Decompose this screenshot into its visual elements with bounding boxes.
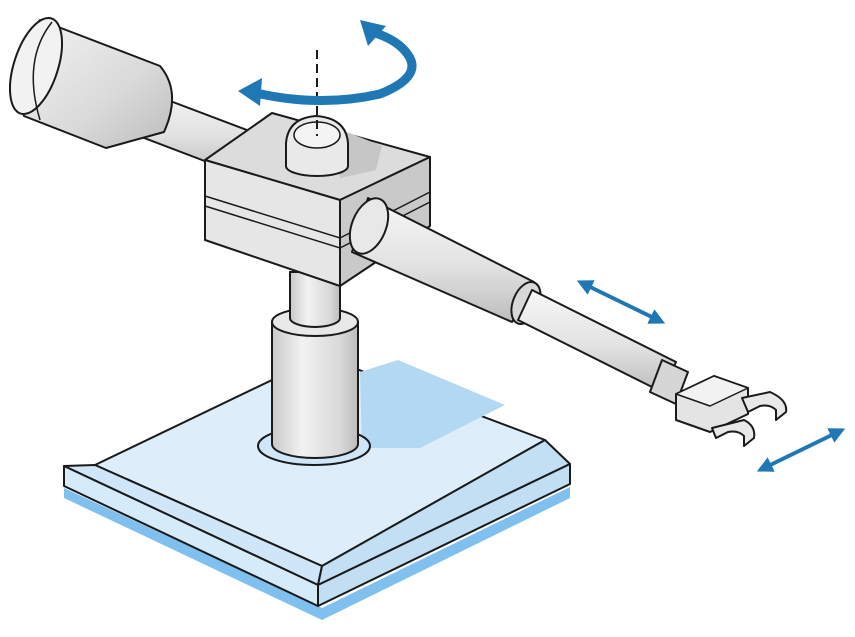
gripper-extension-arrow: [756, 428, 846, 472]
base-plate-shadow: [360, 360, 505, 448]
rotation-arrow: [250, 27, 417, 105]
arm-extension-arrow: [576, 280, 666, 324]
gripper: [675, 375, 788, 447]
rotation-arrow-head-right: [360, 20, 386, 46]
base-plate-side-right: [317, 463, 571, 607]
column-lower: [271, 321, 359, 459]
column-upper: [289, 271, 341, 328]
extending-arm: [348, 197, 689, 405]
counterweight-end-cap: [8, 16, 64, 116]
arm-inner-rod: [517, 289, 677, 393]
rotation-arrow-head-left: [238, 78, 262, 106]
gripper-finger-lower: [711, 419, 756, 447]
gripper-block-top: [675, 375, 749, 407]
hub-seam: [204, 191, 431, 239]
motion-indicators: [238, 20, 846, 472]
counterweight-band: [32, 21, 53, 121]
gripper-finger-upper: [741, 391, 788, 421]
column: [271, 271, 359, 459]
arm-sleeve-rim: [348, 197, 390, 255]
